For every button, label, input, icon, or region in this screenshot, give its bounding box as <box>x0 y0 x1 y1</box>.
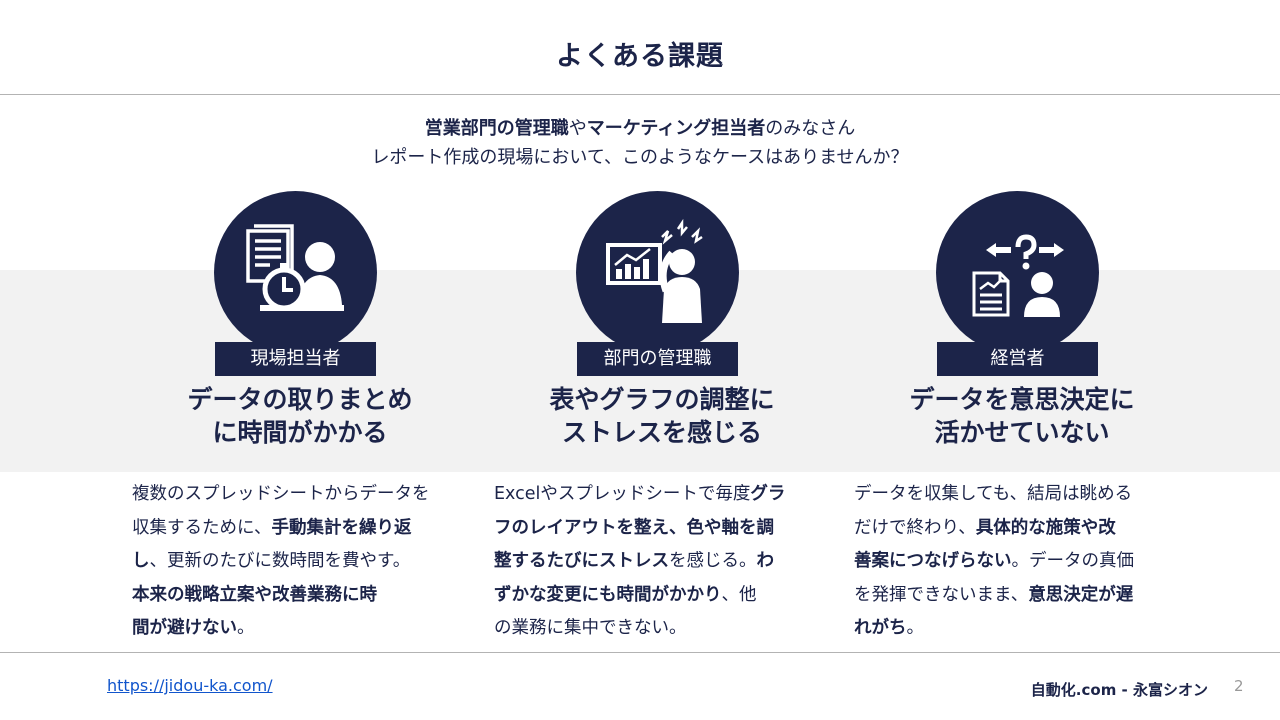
footer-divider <box>0 652 1280 653</box>
text-emphasis: マーケティング担当者 <box>586 118 766 139</box>
text-run: データを収集しても、結局は眺める <box>854 484 1133 504</box>
desc-line: れがち。 <box>854 612 1154 646</box>
circle-badge <box>214 191 377 354</box>
text-run: の業務に集中できない。 <box>494 618 687 638</box>
desc-line: 収集するために、手動集計を繰り返 <box>132 512 432 546</box>
slide-title: よくある課題 <box>556 41 724 72</box>
text-run: 複数のスプレッドシートからデータを <box>132 484 430 504</box>
issue-heading: 表やグラフの調整に ストレスを感じる <box>482 383 842 449</box>
footer-author: 自動化.com - 永富シオン <box>1030 681 1208 699</box>
text-run: のみなさん <box>765 118 856 139</box>
desc-line: し、更新のたびに数時間を費やす。 <box>132 545 432 579</box>
issue-heading: データの取りまとめ に時間がかかる <box>120 383 480 449</box>
text-run: レポート作成の現場において、このようなケースはありませんか？ <box>371 147 909 168</box>
text-run: 、更新のたびに数時間を費やす。 <box>149 551 411 571</box>
desc-line: データを収集しても、結局は眺める <box>854 478 1154 512</box>
text-emphasis: 整するたびにストレス <box>494 551 669 571</box>
heading-line-1: 表やグラフの調整に <box>549 385 775 414</box>
heading-line-1: データの取りまとめ <box>187 385 413 414</box>
role-label: 現場担当者 <box>215 342 376 376</box>
text-emphasis: 善案につなげらない <box>854 551 1012 571</box>
text-run: や <box>568 118 587 139</box>
text-emphasis: グラ <box>750 484 786 504</box>
desc-line: 本来の戦略立案や改善業務に時 <box>132 579 432 613</box>
text-emphasis: ずかな変更にも時間がかかり <box>494 584 722 605</box>
text-emphasis: 営業部門の管理職 <box>424 118 569 139</box>
text-run: 。 <box>906 618 925 638</box>
title-divider <box>0 94 1280 95</box>
heading-line-2: ストレスを感じる <box>561 418 762 447</box>
text-run: だけで終わり、 <box>854 517 976 538</box>
issue-description: データを収集しても、結局は眺める だけで終わり、具体的な施策や改 善案につなげら… <box>854 478 1154 646</box>
intro-line-1: 営業部門の管理職やマーケティング担当者のみなさん <box>0 114 1280 143</box>
text-emphasis: 意思決定が遅 <box>1028 584 1134 605</box>
desc-line: の業務に集中できない。 <box>494 612 794 646</box>
text-run: を感じる。 <box>669 551 757 571</box>
text-run: 収集するために、 <box>132 517 272 538</box>
decision-question-icon <box>972 234 1064 317</box>
text-emphasis: 手動集計を繰り返 <box>271 517 412 538</box>
circle-badge <box>576 191 739 354</box>
text-emphasis: し <box>132 551 150 571</box>
desc-line: 善案につなげらない。データの真価 <box>854 545 1154 579</box>
heading-line-2: 活かせていない <box>934 418 1110 447</box>
text-run: Excelやスプレッドシートで毎度 <box>494 484 751 504</box>
website-link[interactable]: https://jidou-ka.com/ <box>107 676 273 695</box>
desc-line: Excelやスプレッドシートで毎度グラ <box>494 478 794 512</box>
issue-heading: データを意思決定に 活かせていない <box>842 383 1202 449</box>
page-number: 2 <box>1234 677 1244 695</box>
circle-badge <box>936 191 1099 354</box>
desc-line: 複数のスプレッドシートからデータを <box>132 478 432 512</box>
text-emphasis: わ <box>756 551 775 571</box>
text-emphasis: 本来の戦略立案や改善業務に時 <box>132 584 377 605</box>
role-label: 部門の管理職 <box>577 342 738 376</box>
heading-line-2: に時間がかかる <box>212 418 388 447</box>
heading-line-1: データを意思決定に <box>909 385 1135 414</box>
text-emphasis: フのレイアウトを整え、色や軸を調 <box>494 517 774 538</box>
desc-line: 間が避けない。 <box>132 612 432 646</box>
issue-description: Excelやスプレッドシートで毎度グラ フのレイアウトを整え、色や軸を調 整する… <box>494 478 794 646</box>
text-emphasis: 間が避けない <box>132 618 237 638</box>
desc-line: 整するたびにストレスを感じる。わ <box>494 545 794 579</box>
desc-line: フのレイアウトを整え、色や軸を調 <box>494 512 794 546</box>
report-deadline-icon <box>246 224 344 311</box>
desc-line: を発揮できないまま、意思決定が遅 <box>854 579 1154 613</box>
text-run: を発揮できないまま、 <box>854 584 1029 605</box>
issue-description: 複数のスプレッドシートからデータを 収集するために、手動集計を繰り返 し、更新の… <box>132 478 432 646</box>
intro-text: 営業部門の管理職やマーケティング担当者のみなさん レポート作成の現場において、こ… <box>0 114 1280 172</box>
stressed-person-chart-icon <box>606 218 703 323</box>
role-label: 経営者 <box>937 342 1098 376</box>
text-run: 。データの真価 <box>1011 551 1135 571</box>
desc-line: ずかな変更にも時間がかかり、他 <box>494 579 794 613</box>
desc-line: だけで終わり、具体的な施策や改 <box>854 512 1154 546</box>
text-run: 。 <box>237 618 255 638</box>
text-run: 、他 <box>721 584 757 605</box>
intro-line-2: レポート作成の現場において、このようなケースはありませんか？ <box>0 143 1280 172</box>
text-emphasis: 具体的な施策や改 <box>975 517 1116 538</box>
text-emphasis: れがち <box>854 618 907 638</box>
